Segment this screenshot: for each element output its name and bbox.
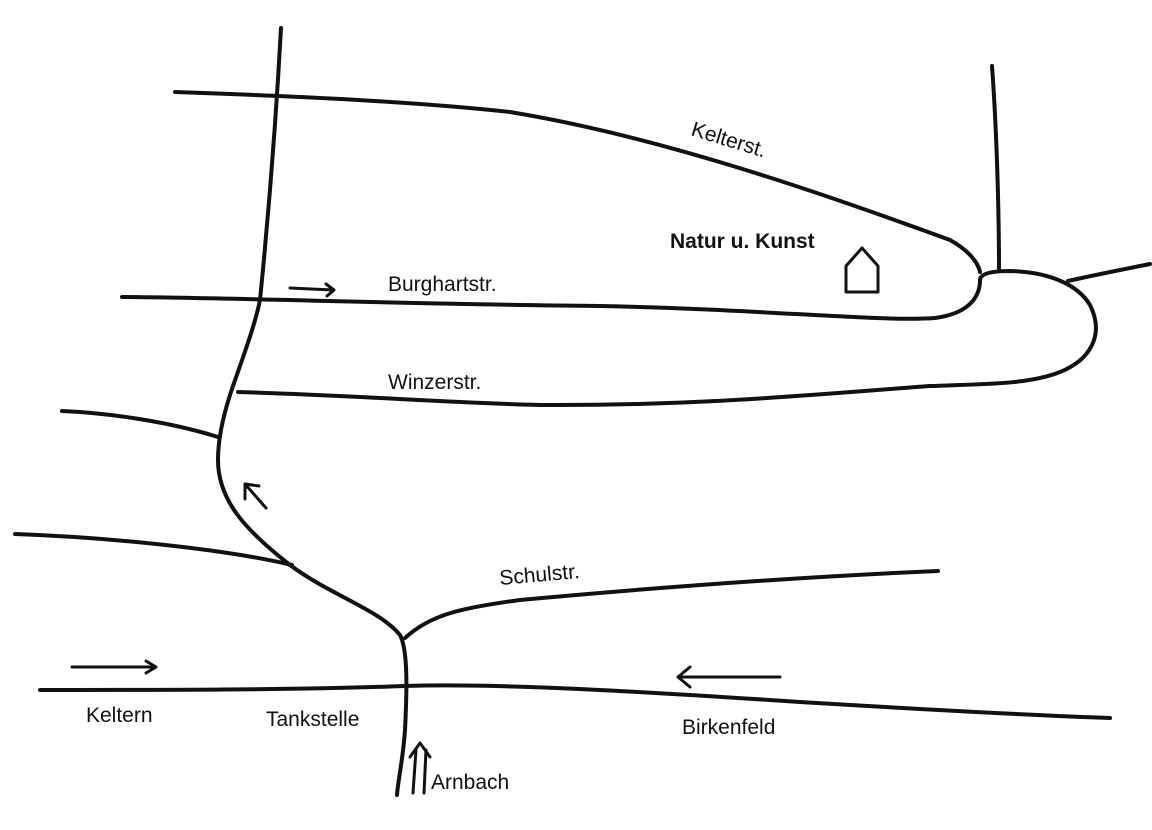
winzerstr-road	[236, 384, 932, 408]
east-vertical-road	[990, 64, 1001, 272]
label-natur-u-kunst: Natur u. Kunst	[670, 230, 815, 253]
kelterst-road	[173, 90, 982, 274]
main-east-west-road	[38, 683, 1112, 720]
arrow-up-left-icon	[243, 482, 268, 510]
burghartstr-road	[120, 269, 1098, 388]
house-icon	[844, 246, 880, 294]
west-side-road-lower	[13, 532, 294, 567]
label-burghartstr: Burghartstr.	[388, 273, 497, 296]
arrow-right-icon	[70, 659, 158, 675]
label-keltern: Keltern	[86, 704, 153, 727]
arrow-right-icon	[288, 282, 336, 298]
main-north-south-road	[216, 26, 409, 797]
east-exit-road	[1066, 262, 1152, 283]
label-birkenfeld: Birkenfeld	[682, 716, 775, 739]
label-tankstelle: Tankstelle	[266, 708, 359, 731]
west-side-road-upper	[60, 409, 220, 439]
arrow-left-icon	[676, 665, 782, 689]
schulstr-road	[403, 569, 940, 640]
label-schulstr: Schulstr.	[498, 560, 580, 590]
label-arnbach: Arnbach	[431, 771, 509, 794]
double-arrow-up-icon	[408, 741, 432, 795]
label-winzerstr: Winzerstr.	[388, 371, 481, 394]
